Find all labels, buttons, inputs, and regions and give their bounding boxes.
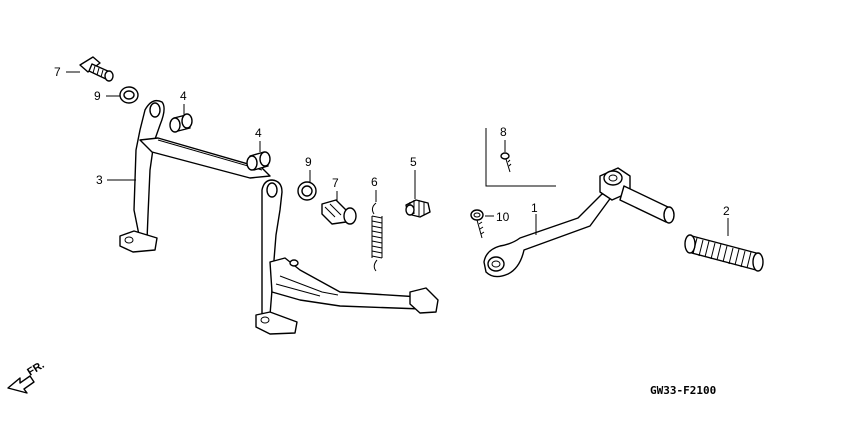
callout-10: 10 xyxy=(496,210,510,224)
nut-5 xyxy=(405,199,431,218)
callout-7-upper: 7 xyxy=(54,65,61,79)
screw-8 xyxy=(500,152,512,173)
lever-1 xyxy=(483,167,675,278)
spring-6 xyxy=(371,202,383,272)
washer-9-upper xyxy=(119,86,139,104)
bolt-7-middle xyxy=(321,199,357,225)
callout-9-upper: 9 xyxy=(94,89,101,103)
callout-4-upper: 4 xyxy=(180,89,187,103)
callout-4-middle: 4 xyxy=(255,126,262,140)
grip-rubber-2 xyxy=(684,234,764,272)
bolt-10 xyxy=(470,209,485,239)
main-stand-3 xyxy=(119,99,439,335)
front-direction-label: FR. xyxy=(25,359,46,379)
callout-7-middle: 7 xyxy=(332,176,339,190)
callout-1: 1 xyxy=(531,201,538,215)
front-direction-arrow-icon xyxy=(7,375,35,394)
bushing-4-upper xyxy=(169,113,193,133)
callout-8: 8 xyxy=(500,125,507,139)
callout-3: 3 xyxy=(96,173,103,187)
bolt-7-upper xyxy=(79,56,114,82)
bushing-4-middle xyxy=(246,151,271,171)
callout-5: 5 xyxy=(410,155,417,169)
inset-bracket xyxy=(485,128,556,187)
diagram-code: GW33-F2100 xyxy=(650,384,716,397)
callout-9-middle: 9 xyxy=(305,155,312,169)
callout-2: 2 xyxy=(723,204,730,218)
washer-9-middle xyxy=(297,181,317,201)
callout-6: 6 xyxy=(371,175,378,189)
